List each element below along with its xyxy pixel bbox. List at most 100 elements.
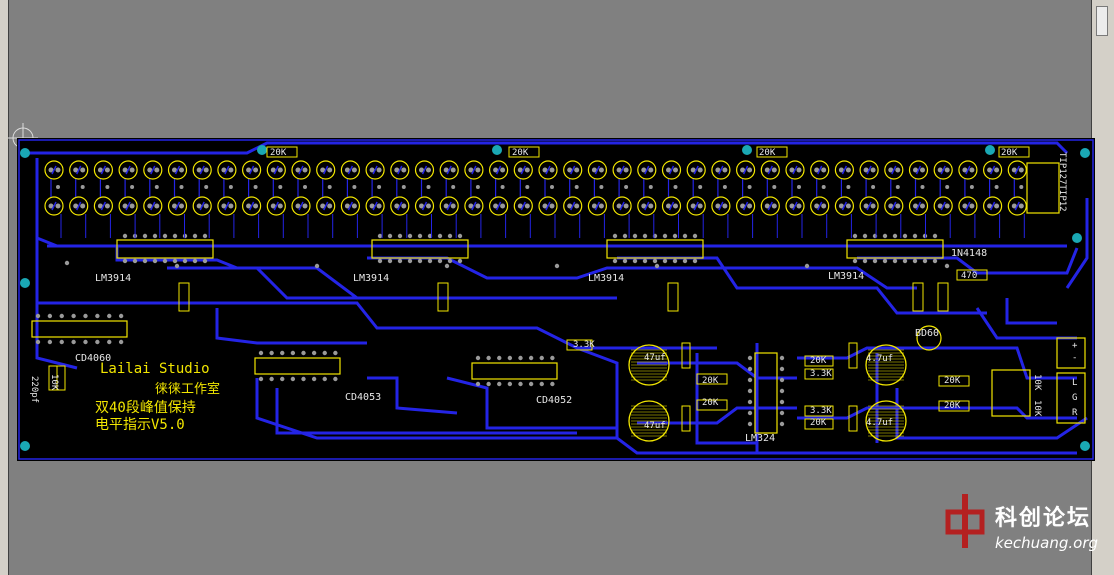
scrollbar-thumb[interactable]	[1096, 6, 1108, 36]
led-footprint	[217, 196, 237, 216]
resistor-20k-label: 20K	[810, 418, 827, 428]
mounting-via	[985, 145, 995, 155]
studio-name: Lailai Studio	[100, 361, 210, 377]
led-footprint	[711, 196, 731, 216]
led-footprint	[291, 196, 311, 216]
led-footprint	[982, 160, 1003, 180]
mounting-via	[742, 145, 752, 155]
led-footprint	[93, 160, 114, 180]
led-footprint	[982, 196, 1003, 216]
lm3914-label: LM3914	[95, 273, 132, 284]
resistor-10k-label: 10K	[1032, 374, 1042, 391]
led-footprint	[933, 160, 953, 180]
led-footprint	[612, 160, 632, 180]
pcb-layout	[18, 139, 1094, 460]
led-footprint	[612, 196, 632, 216]
led-footprint	[365, 160, 385, 180]
led-footprint	[464, 160, 484, 180]
mounting-via	[1080, 148, 1090, 158]
connector-pin-g: G	[1072, 393, 1078, 403]
led-footprint	[884, 160, 904, 180]
capacitor-47uf-label: 47uf	[644, 353, 666, 363]
led-footprint	[192, 196, 212, 216]
led-footprint	[933, 196, 953, 216]
bridge-label: BD60	[915, 328, 940, 339]
led-footprint	[266, 196, 286, 216]
led-footprint	[44, 196, 64, 216]
led-footprint	[439, 160, 459, 180]
lm3914-label: LM3914	[353, 273, 390, 284]
capacitor-4u7-label: 4.7uf	[866, 418, 894, 428]
connector-pin-plus: +	[1072, 341, 1078, 351]
led-footprint	[563, 160, 583, 180]
led-footprint	[242, 160, 262, 180]
led-footprint	[908, 196, 929, 216]
connector-pin-minus: -	[1072, 353, 1078, 363]
resistor-20k-label: 20K	[702, 398, 719, 408]
resistor-20k-label: 20K	[944, 376, 961, 386]
led-footprint	[69, 160, 89, 180]
led-footprint	[661, 196, 682, 216]
led-footprint	[365, 196, 385, 216]
led-footprint	[735, 196, 756, 216]
led-footprint	[686, 196, 706, 216]
led-footprint	[563, 196, 583, 216]
led-footprint	[834, 196, 855, 216]
resistor-3k3-label: 3.3K	[810, 369, 832, 379]
led-footprint	[810, 160, 830, 180]
led-footprint	[908, 160, 929, 180]
pcb-board[interactable]: LM3914 LM3914 LM3914 LM3914 CD4060 CD405…	[17, 138, 1095, 461]
led-footprint	[242, 196, 262, 216]
led-footprint	[118, 196, 138, 216]
lm3914-label: LM3914	[588, 273, 625, 284]
led-array	[44, 160, 1027, 216]
led-footprint	[859, 160, 879, 180]
led-footprint	[340, 160, 360, 180]
resistor-10k-label: 10K	[49, 374, 59, 391]
led-footprint	[587, 160, 608, 180]
led-footprint	[735, 160, 756, 180]
resistor-20k-label: 20K	[702, 376, 719, 386]
led-footprint	[958, 160, 978, 180]
led-footprint	[1007, 196, 1027, 216]
electrolytic-capacitor	[865, 344, 907, 386]
led-footprint	[390, 160, 410, 180]
led-footprint	[538, 196, 558, 216]
resistor-3k3-label: 3.3K	[810, 406, 832, 416]
cd4060-label: CD4060	[75, 353, 112, 364]
led-footprint	[464, 196, 484, 216]
led-footprint	[859, 196, 879, 216]
led-footprint	[958, 196, 978, 216]
watermark-site-name: 科创论坛	[995, 506, 1092, 531]
led-footprint	[118, 160, 138, 180]
mounting-via	[20, 441, 30, 451]
led-footprint	[661, 160, 682, 180]
led-footprint	[711, 160, 731, 180]
led-footprint	[291, 160, 311, 180]
led-footprint	[513, 160, 533, 180]
product-title-line2: 电平指示V5.0	[95, 417, 185, 433]
resistor-3k3-label: 3.3K	[573, 340, 595, 350]
led-footprint	[637, 160, 657, 180]
led-footprint	[760, 196, 780, 216]
led-footprint	[167, 160, 188, 180]
ic-footprint	[371, 233, 469, 264]
resistor-20k-label: 20K	[810, 356, 827, 366]
led-footprint	[340, 196, 360, 216]
resistor-470-label: 470	[961, 271, 978, 281]
lm3914-footprints	[116, 233, 944, 264]
led-footprint	[686, 160, 706, 180]
led-footprint	[44, 160, 64, 180]
left-window-frame	[0, 0, 9, 575]
lm324-label: LM324	[745, 433, 776, 444]
led-footprint	[143, 160, 163, 180]
resistor-20k-label: 20K	[1001, 148, 1018, 158]
electrolytic-capacitor	[628, 400, 670, 442]
cd4052-label: CD4052	[536, 395, 573, 406]
mounting-via	[257, 145, 267, 155]
led-footprint	[316, 160, 336, 180]
led-footprint	[884, 196, 904, 216]
resistor-20k-label: 20K	[512, 148, 529, 158]
lower-components	[31, 146, 1086, 442]
mounting-via	[1072, 233, 1082, 243]
